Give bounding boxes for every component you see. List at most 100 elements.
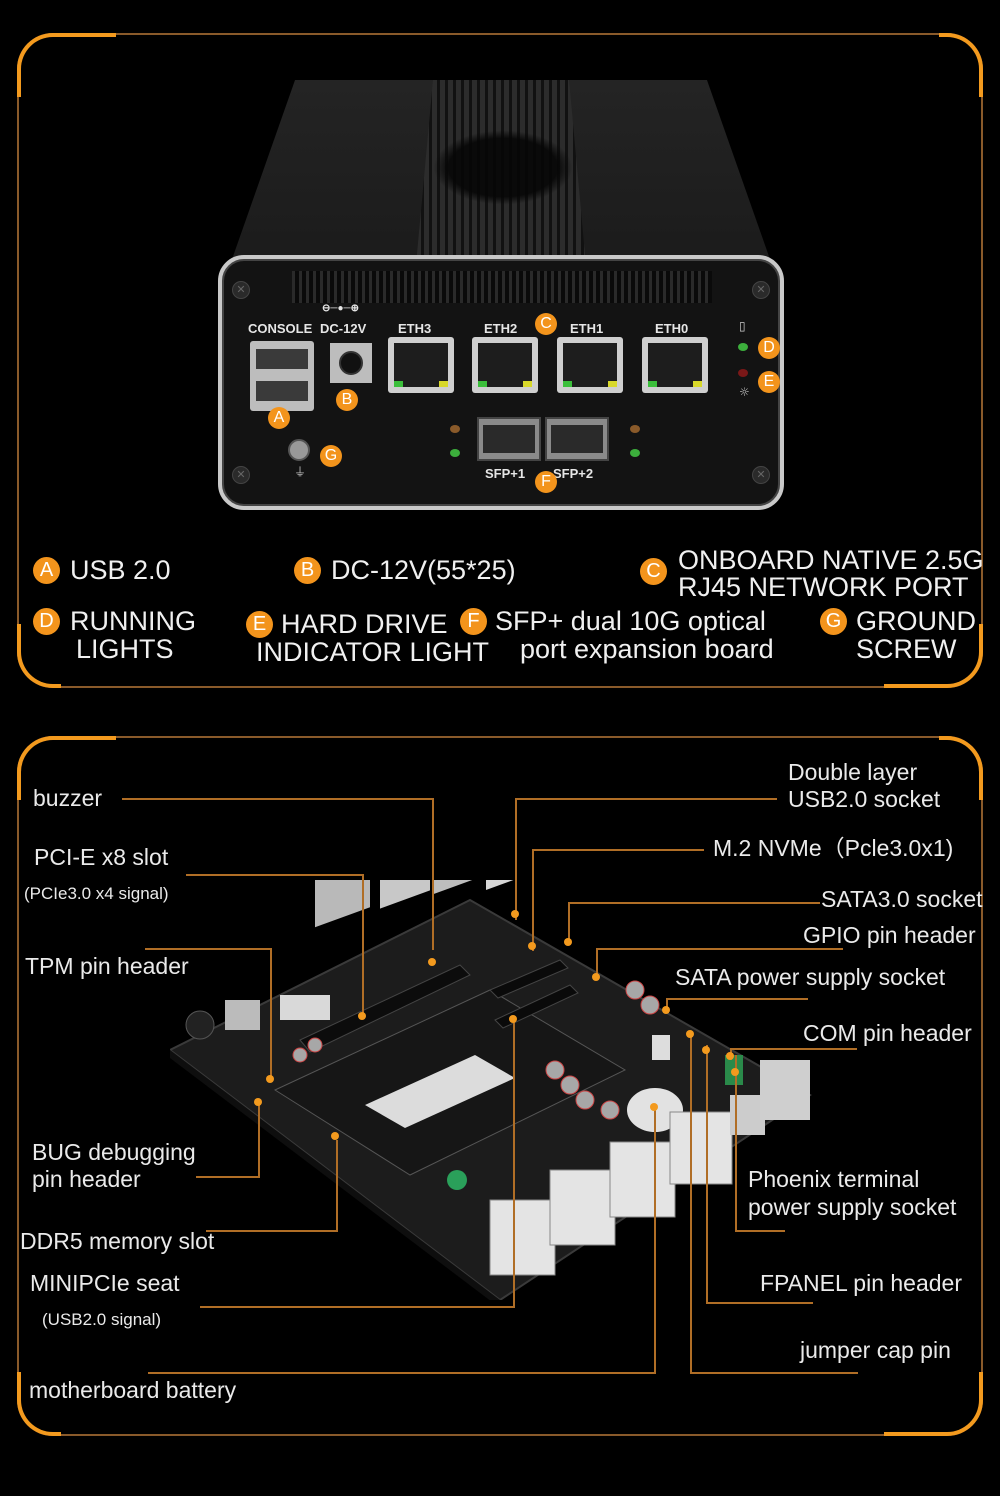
leader-sata-power — [666, 998, 808, 1012]
device-panel-frame — [17, 33, 983, 688]
legend-text: DC-12V(55*25) — [331, 555, 516, 585]
legend-text: GROUND — [856, 606, 976, 636]
running-led — [738, 343, 748, 351]
sfp1-label: SFP+1 — [485, 466, 526, 481]
sfp2-label: SFP+2 — [553, 466, 594, 481]
dc-power-jack — [330, 343, 372, 383]
eth1-label: ETH1 — [570, 321, 604, 336]
leader-m2 — [532, 849, 704, 951]
callout-m2: M.2 NVMe（Pcle3.0x1) — [713, 835, 954, 861]
callout-minipcie-sub: (USB2.0 signal) — [42, 1310, 162, 1329]
callout-pin — [254, 1098, 262, 1106]
callout-pin — [731, 1068, 739, 1076]
legend-text: HARD DRIVE — [281, 609, 448, 639]
callout-phoenix: Phoenix terminal — [748, 1166, 920, 1192]
audio-jack — [185, 1010, 215, 1040]
frame-accent — [17, 624, 61, 688]
frame-accent — [884, 1372, 983, 1436]
legend-text: RUNNING — [70, 606, 196, 636]
badge-b: B — [336, 389, 358, 411]
legend-text: SCREW — [856, 634, 957, 664]
callout-pin — [726, 1052, 734, 1060]
callout-pin — [511, 910, 519, 918]
hdd-led — [738, 369, 748, 377]
dc-label: DC-12V — [320, 321, 367, 336]
leader-minipcie — [200, 1020, 515, 1308]
callout-phoenix-2: power supply socket — [748, 1194, 957, 1220]
ground-icon: ⏚ — [294, 465, 307, 479]
ground-screw — [288, 439, 310, 461]
legend-badge: E — [246, 611, 273, 638]
legend-badge: G — [820, 608, 847, 635]
leader-pcie — [186, 874, 364, 1016]
pcb-edge — [170, 1050, 500, 1300]
front-vent — [292, 271, 712, 303]
badge-c: C — [535, 313, 557, 335]
callout-pin — [702, 1046, 710, 1054]
motherboard-illustration — [170, 880, 812, 1300]
sfp-led — [450, 449, 460, 457]
leader-fpanel — [706, 1045, 813, 1304]
leader-gpio — [596, 948, 843, 980]
legend-text: INDICATOR LIGHT — [256, 637, 490, 667]
callout-pin — [358, 1012, 366, 1020]
eth0-label: ETH0 — [655, 321, 689, 336]
legend-badge: F — [460, 608, 487, 635]
screw-icon: ✕ — [232, 466, 250, 484]
capacitors — [292, 980, 660, 1120]
polarity-icon: ⊖─●─⊕ — [322, 303, 359, 314]
callout-bug: BUG debugging — [32, 1139, 196, 1165]
console-label: CONSOLE — [248, 321, 313, 336]
eth3-label: ETH3 — [398, 321, 432, 336]
callout-minipcie: MINIPCIe seat — [30, 1270, 180, 1296]
callout-pin — [662, 1006, 670, 1014]
ddr5-label — [365, 1055, 515, 1128]
legend-text: port expansion board — [520, 634, 774, 664]
front-rj45-ports — [489, 1111, 733, 1276]
callout-pcie: PCI-E x8 slot — [34, 844, 169, 870]
callout-pin — [509, 1015, 517, 1023]
rear-usb-ports — [315, 880, 546, 928]
front-usb-ports — [760, 1060, 810, 1120]
badge-d: D — [758, 337, 780, 359]
m2-slot — [489, 959, 569, 999]
badge-f: F — [535, 471, 557, 493]
leader-sata — [568, 902, 820, 944]
leader-tpm — [145, 948, 272, 1080]
callout-pcie-sub: (PCIe3.0 x4 signal) — [24, 884, 169, 903]
callout-buzzer: buzzer — [33, 785, 103, 811]
callout-com: COM pin header — [803, 1020, 972, 1046]
screw-icon: ✕ — [752, 281, 770, 299]
board-panel-frame — [17, 736, 983, 1436]
device-front-panel: ✕ ✕ ✕ ✕ CONSOLE ⊖─●─⊕ DC-12V ETH3 ETH2 E… — [218, 255, 784, 510]
legend-badge: B — [294, 557, 321, 584]
pcie-slot — [299, 964, 471, 1053]
callout-pin — [528, 942, 536, 950]
callout-pin — [331, 1132, 339, 1140]
frame-accent — [939, 33, 983, 97]
badge-g: G — [320, 445, 342, 467]
leader-jumper — [690, 1035, 858, 1374]
sfp-led — [450, 425, 460, 433]
eth3-port — [388, 337, 454, 393]
callout-bug-2: pin header — [32, 1166, 141, 1192]
mini-pc-device: ✕ ✕ ✕ ✕ CONSOLE ⊖─●─⊕ DC-12V ETH3 ETH2 E… — [218, 80, 784, 510]
screw-icon: ✕ — [752, 466, 770, 484]
legend-badge: A — [33, 557, 60, 584]
eth2-label: ETH2 — [484, 321, 518, 336]
callout-usb-socket-2: USB2.0 socket — [788, 786, 941, 812]
legend-text: LIGHTS — [76, 634, 174, 664]
callout-pin — [592, 973, 600, 981]
callout-fpanel: FPANEL pin header — [760, 1270, 963, 1296]
leader-battery — [148, 1110, 656, 1374]
sfp1-cage — [477, 417, 541, 461]
eth1-port — [557, 337, 623, 393]
eth0-port — [642, 337, 708, 393]
callout-sata-power: SATA power supply socket — [675, 964, 946, 990]
callout-battery: motherboard battery — [29, 1377, 237, 1403]
callout-pin — [650, 1103, 658, 1111]
callout-gpio: GPIO pin header — [803, 922, 976, 948]
sfp2-cage — [545, 417, 609, 461]
usb-port-stack — [250, 341, 314, 411]
callout-sata: SATA3.0 socket — [821, 886, 983, 912]
